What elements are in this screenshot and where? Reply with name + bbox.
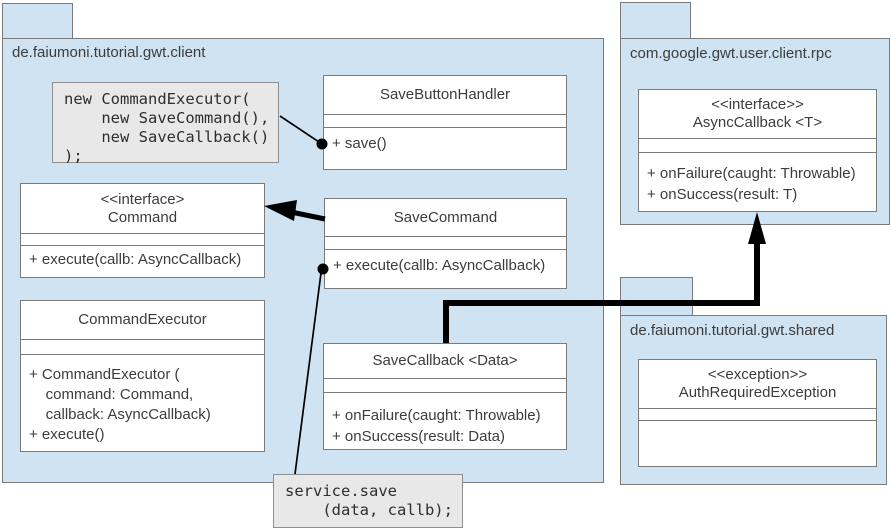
class-command-interface: <<interface> Command + execute(callb: As…: [20, 183, 265, 278]
package-label-shared: de.faiumoni.tutorial.gwt.shared: [630, 322, 835, 339]
method-line: + execute(callb: AsyncCallback): [333, 257, 546, 274]
note-constructor-call: new CommandExecutor( new SaveCommand(), …: [52, 82, 279, 165]
note-line: service.save: [285, 482, 397, 500]
method-line: + onFailure(caught: Throwable): [332, 407, 541, 424]
note-line: );: [64, 147, 83, 165]
class-save-callback: SaveCallback <Data> + onFailure(caught: …: [323, 343, 567, 450]
package-tab-client: [2, 3, 73, 39]
note-line: new SaveCommand(),: [64, 109, 270, 127]
method-line: + execute(): [29, 426, 105, 443]
class-attributes-empty: [639, 139, 876, 153]
class-methods: + execute(callb: AsyncCallback): [21, 246, 264, 277]
class-save-command: SaveCommand + execute(callb: AsyncCallba…: [324, 198, 567, 289]
class-title: SaveButtonHandler: [324, 76, 566, 115]
note-line: new CommandExecutor(: [64, 90, 251, 108]
class-name: AuthRequiredException: [678, 384, 837, 401]
class-title: SaveCommand: [325, 199, 566, 237]
method-line: command: Command,: [29, 386, 194, 403]
method-line: + execute(callb: AsyncCallback): [29, 251, 242, 268]
class-attributes-empty: [324, 115, 566, 128]
class-auth-required-exception: <<exception>> AuthRequiredException: [638, 359, 877, 467]
class-attributes-empty: [21, 234, 264, 246]
class-attributes-empty: [325, 237, 566, 250]
class-name: SaveButtonHandler: [379, 86, 511, 103]
class-title: <<interface> Command: [21, 184, 264, 234]
package-label-rpc: com.google.gwt.user.client.rpc: [630, 45, 832, 62]
class-methods: + execute(callb: AsyncCallback): [325, 250, 566, 288]
class-methods: + onFailure(caught: Throwable) + onSucce…: [324, 393, 566, 449]
class-save-button-handler: SaveButtonHandler + save(): [323, 75, 567, 170]
class-stereotype: <<exception>>: [707, 366, 808, 383]
package-label-client: de.faiumoni.tutorial.gwt.client: [12, 44, 206, 61]
method-line: + CommandExecutor (: [29, 366, 180, 383]
class-methods: + save(): [324, 128, 566, 169]
class-stereotype: <<interface>: [100, 190, 185, 208]
class-methods: + onFailure(caught: Throwable) + onSucce…: [639, 153, 876, 211]
class-name: CommandExecutor: [78, 311, 207, 328]
package-tab-shared: [620, 277, 693, 316]
class-title: SaveCallback <Data>: [324, 344, 566, 379]
class-stereotype: <<interface>>: [711, 96, 804, 113]
class-methods: + CommandExecutor ( command: Command, ca…: [21, 355, 264, 451]
note-line: new SaveCallback(): [64, 128, 270, 146]
method-line: callback: AsyncCallback): [29, 406, 211, 423]
note-line: (data, callb);: [285, 501, 453, 519]
package-tab-rpc: [620, 2, 691, 39]
class-command-executor: CommandExecutor + CommandExecutor ( comm…: [20, 300, 265, 452]
class-name: SaveCommand: [393, 208, 498, 226]
class-attributes-empty: [21, 340, 264, 355]
method-line: + onSuccess(result: T): [647, 186, 798, 203]
class-attributes-empty: [324, 379, 566, 393]
class-title: CommandExecutor: [21, 301, 264, 340]
class-methods-empty: [639, 421, 876, 466]
class-name: Command: [107, 208, 178, 226]
class-name: AsyncCallback <T>: [692, 114, 823, 131]
class-attributes-empty: [639, 409, 876, 421]
method-line: + onFailure(caught: Throwable): [647, 165, 856, 182]
class-title: <<exception>> AuthRequiredException: [639, 360, 876, 409]
note-service-call: service.save (data, callb);: [273, 474, 463, 528]
method-line: + save(): [332, 135, 387, 152]
class-title: <<interface>> AsyncCallback <T>: [639, 90, 876, 139]
class-async-callback: <<interface>> AsyncCallback <T> + onFail…: [638, 89, 877, 212]
class-name: SaveCallback <Data>: [372, 352, 518, 369]
method-line: + onSuccess(result: Data): [332, 428, 505, 445]
